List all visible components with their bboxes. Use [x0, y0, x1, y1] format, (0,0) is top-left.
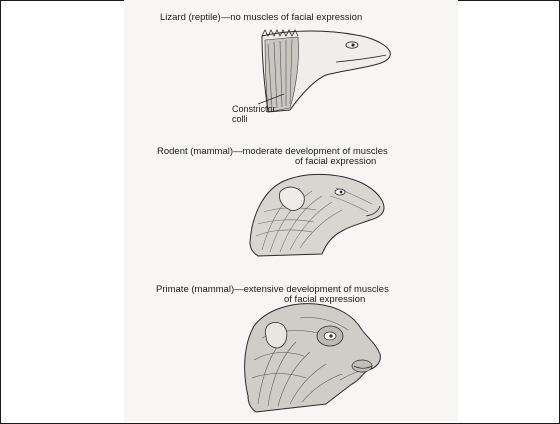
primate-head-illustration — [0, 0, 560, 424]
